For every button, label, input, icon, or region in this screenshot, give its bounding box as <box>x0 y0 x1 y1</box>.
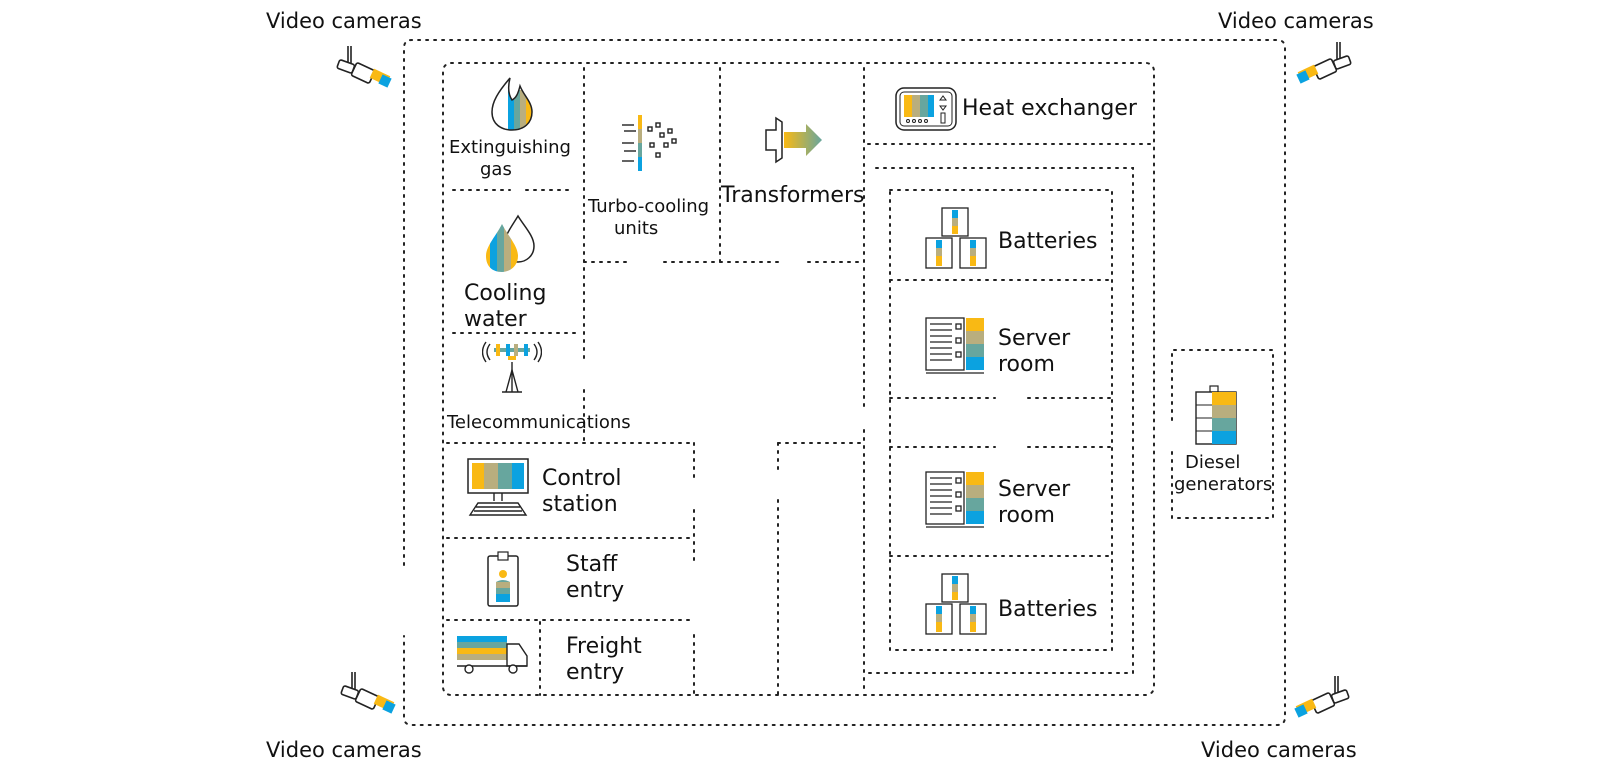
freight-entry-label-line1: Freight <box>566 634 642 659</box>
security-camera-icon <box>340 672 396 714</box>
server-room-top-label-line2: room <box>998 352 1055 377</box>
turbo-cooling-label-line2: units <box>614 218 659 239</box>
extinguishing-gas-label-line2: gas <box>480 159 512 180</box>
camera-label-bottom-right: Video cameras <box>1201 738 1357 762</box>
camera-label-top-right: Video cameras <box>1218 9 1374 33</box>
server-icon <box>925 471 984 528</box>
diesel-generators-label-line1: Diesel <box>1185 452 1241 473</box>
diesel-generators-label-line2: generators <box>1174 474 1273 495</box>
security-camera-icon <box>1294 676 1350 718</box>
batteries-bottom-label: Batteries <box>998 597 1098 622</box>
server-icon <box>925 317 984 374</box>
cooling-water-label-line2: water <box>464 307 527 332</box>
telecommunications-label: Telecommunications <box>447 412 631 433</box>
staff-entry-label-line2: entry <box>566 578 625 603</box>
badge-icon <box>487 551 519 607</box>
flame-icon <box>491 77 533 131</box>
heat-exchanger-label: Heat exchanger <box>962 96 1137 121</box>
extinguishing-gas-label-line1: Extinguishing <box>449 137 571 158</box>
control-station-label-line2: station <box>542 492 618 517</box>
truck-icon <box>457 636 528 674</box>
inner-building <box>442 62 1155 696</box>
camera-label-bottom-left: Video cameras <box>266 738 422 762</box>
freight-entry-label-line2: entry <box>566 660 625 685</box>
transformer-icon <box>765 116 822 164</box>
server-room-bottom-label-line1: Server <box>998 477 1071 502</box>
batteries-top-label: Batteries <box>998 229 1098 254</box>
turbo-cooling-icon <box>622 115 677 171</box>
control-station-label-line1: Control <box>542 466 622 491</box>
server-room-top-label-line1: Server <box>998 326 1071 351</box>
server-room-bottom-label-line2: room <box>998 503 1055 528</box>
cooling-water-label-line1: Cooling <box>464 281 547 306</box>
antenna-icon <box>482 341 542 393</box>
transformers-label: Transformers <box>721 183 865 208</box>
monitor-icon <box>467 458 529 516</box>
batteries-icon <box>925 207 987 269</box>
water-drops-icon <box>486 214 535 272</box>
turbo-cooling-label-line1: Turbo-cooling <box>588 196 710 217</box>
heat-exchanger-icon <box>895 87 957 131</box>
security-camera-icon <box>1296 42 1352 84</box>
security-camera-icon <box>336 46 392 88</box>
batteries-icon <box>925 573 987 635</box>
generator-icon <box>1195 385 1237 445</box>
camera-label-top-left: Video cameras <box>266 9 422 33</box>
staff-entry-label-line1: Staff <box>566 552 618 577</box>
